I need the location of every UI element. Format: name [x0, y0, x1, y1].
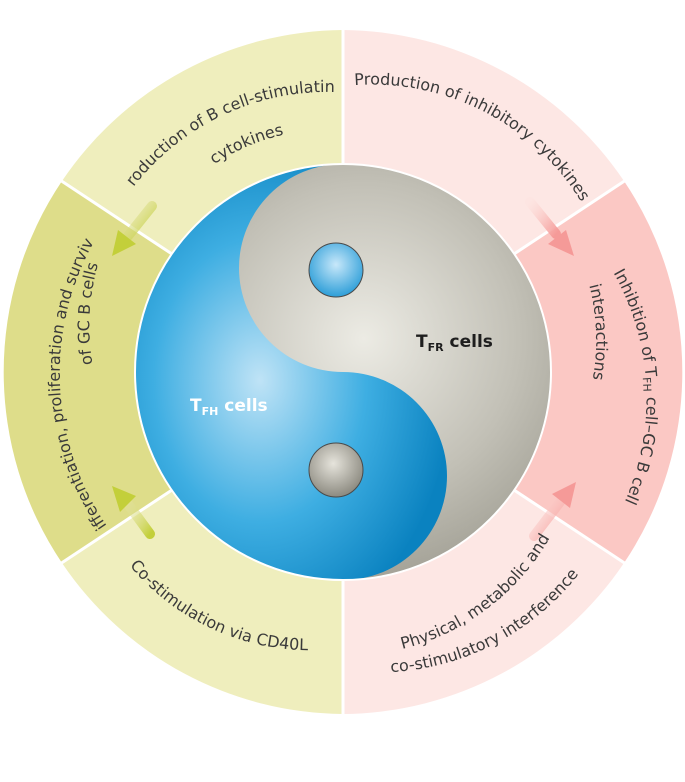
segment-top-left — [62, 30, 343, 254]
arrow-top-right — [525, 197, 574, 256]
grey-dot — [308, 442, 364, 498]
tfr-cells-label: TFR cells — [416, 332, 493, 354]
blue-dot — [308, 242, 364, 298]
segment-bottom-right — [343, 490, 624, 714]
arrow-top-left — [112, 201, 157, 256]
arrow-bottom-right — [529, 482, 576, 541]
segment-bottom-left — [62, 490, 343, 714]
yin-yang-outline — [134, 163, 552, 581]
segment-left — [3, 181, 173, 563]
arrow-bottom-left — [112, 486, 155, 539]
segment-top-right — [343, 30, 624, 254]
segment-dividers — [59, 28, 627, 716]
yin-yang-blue-half — [135, 164, 447, 580]
segment-right — [514, 181, 683, 563]
tfh-cells-label: TFH cells — [190, 396, 268, 418]
